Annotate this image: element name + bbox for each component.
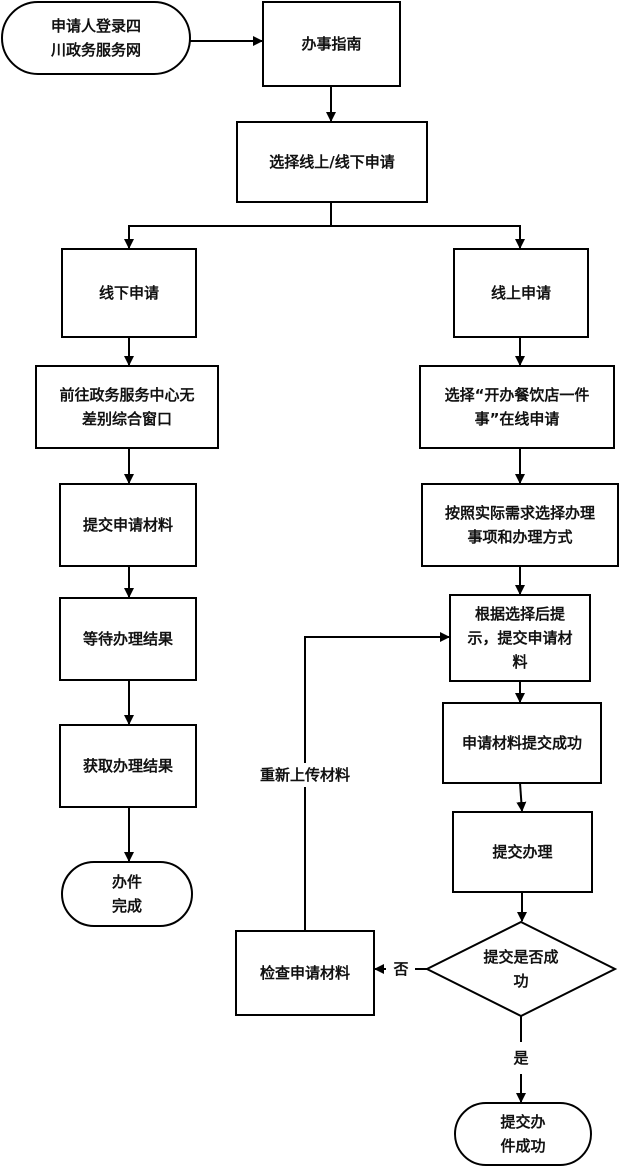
node-done-text-line: 办件	[112, 873, 142, 891]
node-choose-items-text-line: 按照实际需求选择办理	[445, 504, 595, 522]
edge-ok-to-process	[516, 782, 527, 812]
node-done-shape	[61, 861, 193, 927]
node-wait-result: 等待办理结果	[59, 597, 197, 681]
edge-choose-to-offline	[124, 202, 332, 249]
node-prompt-submit-text-line: 根据选择后提	[475, 605, 566, 623]
edge-choose-to-online	[331, 225, 525, 249]
node-prompt-submit-text-line: 料	[512, 653, 527, 671]
node-materials-ok-shape	[442, 702, 602, 784]
node-success-end-shape	[454, 1102, 592, 1166]
node-success-q-text-line: 提交是否成	[483, 948, 558, 966]
node-go-center-shape	[35, 365, 219, 449]
node-guide-shape	[262, 1, 401, 87]
node-prompt-submit-text-line: 示，提交申请材	[467, 629, 572, 647]
node-wait-result-shape	[59, 597, 197, 681]
node-check-materials-text-line: 检查申请材料	[260, 964, 350, 982]
node-guide: 办事指南	[262, 1, 401, 87]
node-get-result: 获取办理结果	[59, 724, 197, 808]
node-online-text-line: 线上申请	[491, 284, 551, 302]
node-choose-text-line: 选择线上/线下申请	[269, 153, 394, 171]
edge-label-yes: 是	[512, 1049, 529, 1067]
node-go-center-text-line: 前往政务服务中心无	[59, 386, 194, 404]
node-select-one-thing-text-line: 选择“开办餐饮店一件	[445, 386, 590, 404]
node-select-one-thing-text-line: 事”在线申请	[475, 410, 560, 428]
edge-label-yes-bg	[509, 1046, 533, 1070]
node-submit-process: 提交办理	[452, 811, 593, 893]
node-materials-ok-text-line: 申请材料提交成功	[462, 734, 582, 752]
node-get-result-text-line: 获取办理结果	[83, 757, 174, 775]
node-submit-materials-shape	[59, 483, 197, 567]
node-success-end-text-line: 件成功	[500, 1137, 545, 1155]
node-start-login-shape	[1, 1, 191, 75]
node-submit-materials: 提交申请材料	[59, 483, 197, 567]
node-go-center-text-line: 差别综合窗口	[82, 410, 172, 428]
node-check-materials: 检查申请材料	[235, 930, 375, 1016]
node-select-one-thing-shape	[419, 365, 615, 449]
node-choose-items-shape	[421, 483, 619, 567]
node-check-materials-shape	[235, 930, 375, 1016]
node-prompt-submit-shape	[449, 594, 591, 682]
node-guide-text-line: 办事指南	[301, 35, 361, 53]
node-done-text-line: 完成	[112, 897, 142, 915]
node-get-result-shape	[59, 724, 197, 808]
node-offline-shape	[61, 248, 197, 338]
edge-label-no: 否	[392, 960, 408, 978]
edge-label-no-bg	[389, 957, 413, 981]
node-choose-items-text-line: 事项和办理方式	[467, 528, 572, 546]
node-choose-shape	[236, 121, 428, 203]
node-online-shape	[453, 248, 589, 338]
edge-label-reupload-bg	[253, 763, 357, 787]
node-start-login-text-line: 申请人登录四	[51, 17, 141, 35]
node-wait-result-text-line: 等待办理结果	[83, 630, 174, 648]
edge-label-reupload: 重新上传材料	[260, 766, 350, 784]
node-submit-materials-text-line: 提交申请材料	[83, 516, 173, 534]
node-offline: 线下申请	[61, 248, 197, 338]
node-materials-ok: 申请材料提交成功	[442, 702, 602, 784]
node-offline-text-line: 线下申请	[99, 284, 159, 302]
node-submit-process-text-line: 提交办理	[492, 843, 552, 861]
node-success-q-shape	[424, 920, 618, 1018]
node-success-end-text-line: 提交办	[500, 1113, 545, 1131]
node-submit-process-shape	[452, 811, 593, 893]
edge-check-to-prompt	[304, 632, 450, 931]
node-success-q-text-line: 功	[513, 972, 528, 990]
node-choose: 选择线上/线下申请	[236, 121, 428, 203]
node-online: 线上申请	[453, 248, 589, 338]
node-start-login-text-line: 川政务服务网	[50, 41, 141, 59]
